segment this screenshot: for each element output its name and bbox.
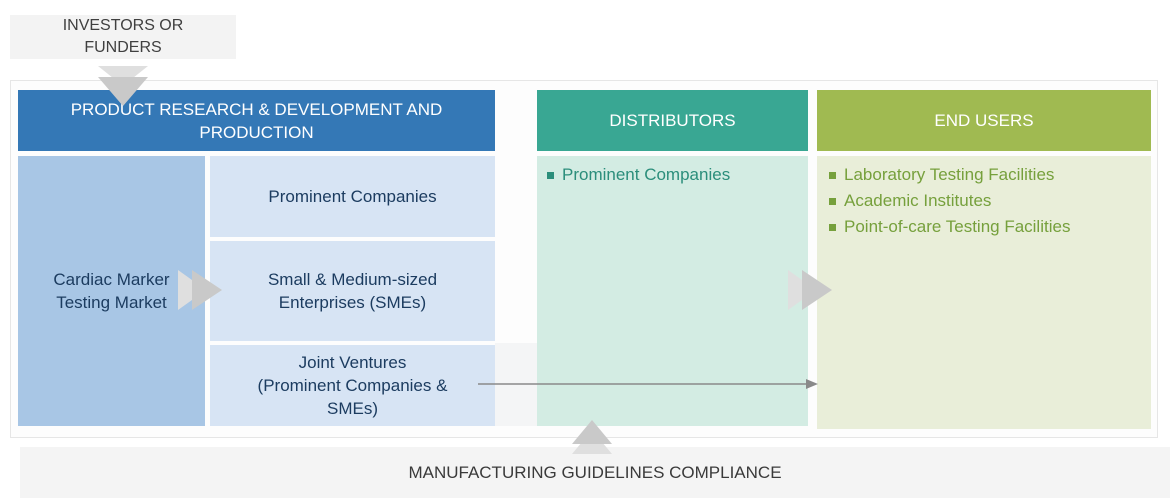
list-item: Prominent Companies [547,162,800,188]
prominent-companies-box: Prominent Companies [210,156,495,237]
distributors-list: Prominent Companies [547,162,800,188]
rd-production-header: PRODUCT RESEARCH & DEVELOPMENT AND PRODU… [18,90,495,151]
distributors-header: DISTRIBUTORS [537,90,808,151]
joint-ventures-box: Joint Ventures (Prominent Companies & SM… [210,345,495,426]
investors-funders-box: INVESTORS OR FUNDERS [10,15,236,59]
manufacturing-compliance-bar: MANUFACTURING GUIDELINES COMPLIANCE [20,447,1170,498]
end-users-body: Laboratory Testing Facilities Academic I… [817,156,1151,429]
end-users-item-label: Laboratory Testing Facilities [844,165,1055,184]
right-arrow-icon [788,270,832,310]
smes-box: Small & Medium-sized Enterprises (SMEs) [210,241,495,341]
list-item: Laboratory Testing Facilities [829,162,1143,188]
down-arrow-icon [98,66,148,106]
end-users-list: Laboratory Testing Facilities Academic I… [829,162,1143,240]
end-users-header: END USERS [817,90,1151,151]
square-bullet-icon [829,172,836,179]
line-arrow-right-icon [478,379,818,389]
square-bullet-icon [547,172,554,179]
end-users-item-label: Point-of-care Testing Facilities [844,217,1071,236]
up-arrow-icon [572,420,612,454]
end-users-item-label: Academic Institutes [844,191,992,210]
list-item: Academic Institutes [829,188,1143,214]
list-item: Point-of-care Testing Facilities [829,214,1143,240]
cardiac-marker-testing-market-box: Cardiac Marker Testing Market [18,156,205,426]
distributors-body: Prominent Companies [537,156,808,426]
square-bullet-icon [829,224,836,231]
right-arrow-icon [178,270,222,310]
square-bullet-icon [829,198,836,205]
distributors-item-label: Prominent Companies [562,165,731,184]
